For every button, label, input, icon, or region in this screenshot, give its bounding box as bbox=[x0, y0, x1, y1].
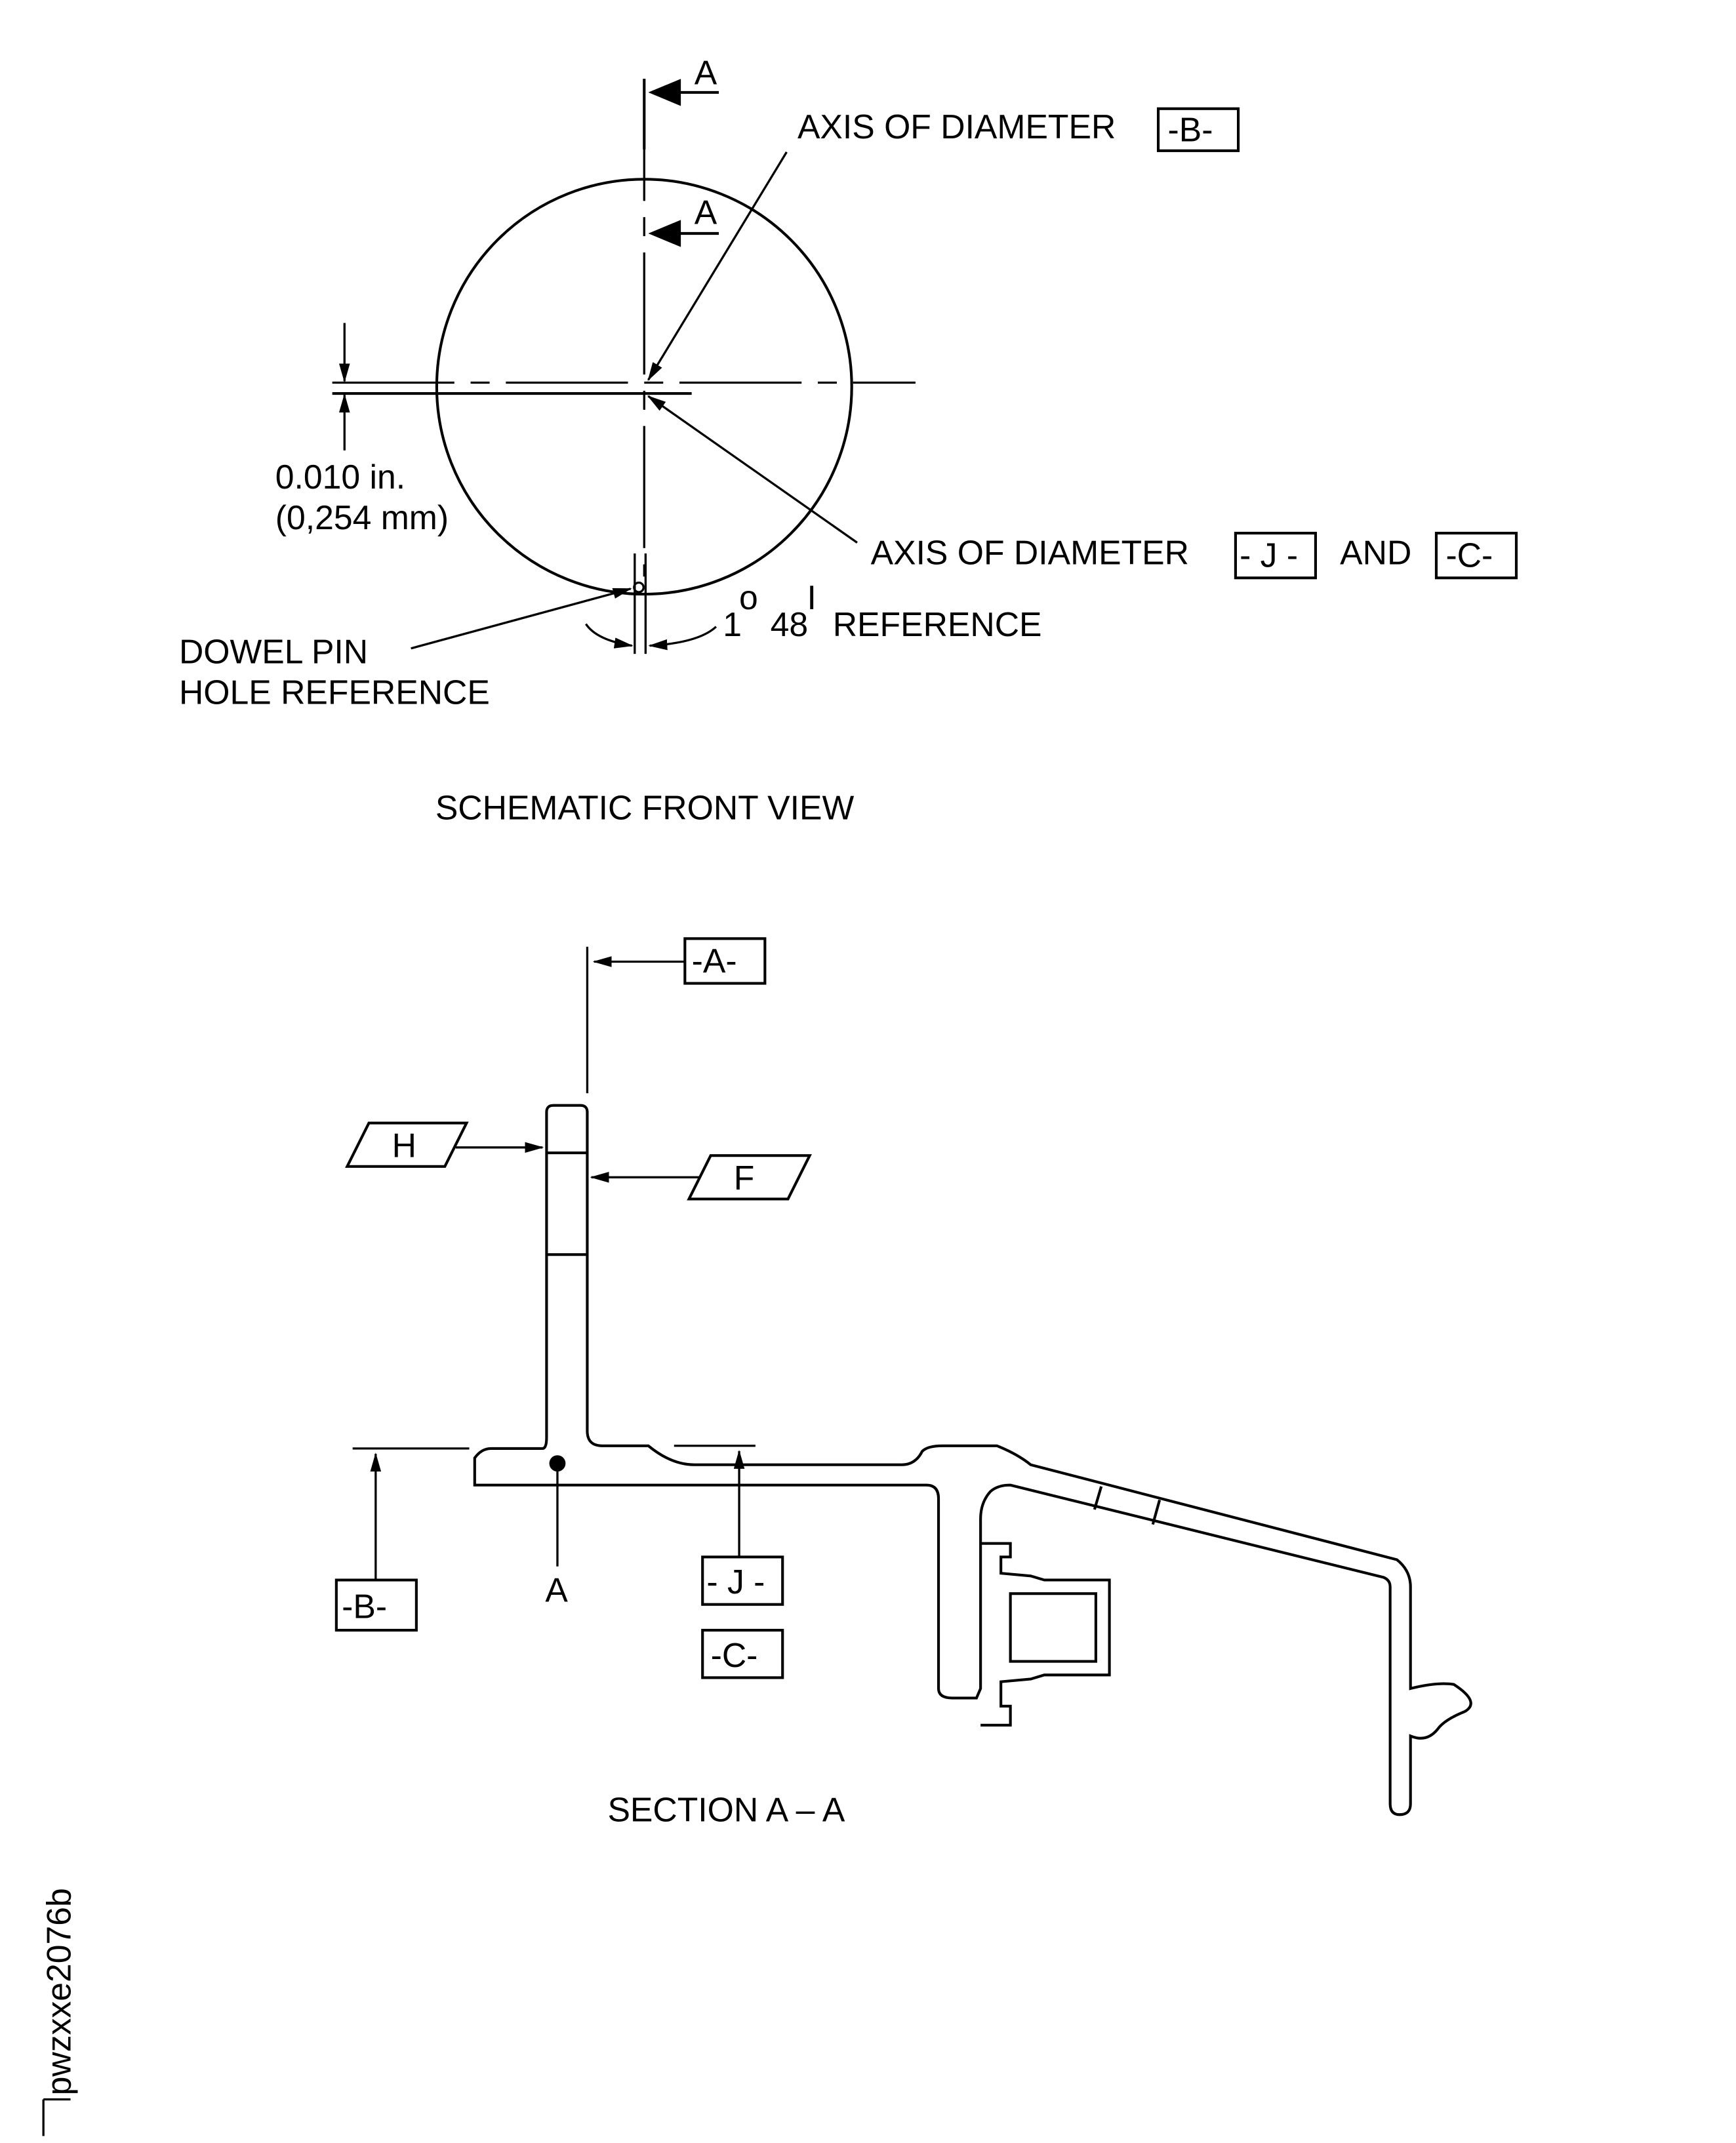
offset-inches: 0.010 in. bbox=[275, 458, 405, 496]
section-arrow-lower: A bbox=[648, 193, 719, 247]
datum-a: -A- bbox=[692, 942, 737, 980]
part-profile bbox=[473, 1104, 1472, 1816]
datum-a-frame bbox=[683, 937, 767, 985]
minute-symbol: I bbox=[807, 578, 816, 616]
offset-mm: (0,254 mm) bbox=[275, 498, 449, 536]
datum-j-frame bbox=[701, 1555, 784, 1606]
degree-symbol: o bbox=[739, 578, 758, 616]
axis-jc-label: AXIS OF DIAMETER bbox=[871, 534, 1189, 572]
section-mark: A bbox=[695, 193, 717, 231]
angle-reference: REFERENCE bbox=[833, 605, 1042, 643]
axis-b-label: AXIS OF DIAMETER bbox=[797, 108, 1116, 146]
point-a-label: A bbox=[545, 1571, 568, 1609]
datum-c-frame bbox=[1434, 531, 1518, 580]
section-title: SECTION A – A bbox=[607, 1791, 845, 1829]
angle-degrees: 1 bbox=[723, 605, 742, 643]
datum-c: -C- bbox=[711, 1636, 758, 1674]
datum-b-frame bbox=[1156, 107, 1240, 152]
and-label: AND bbox=[1340, 534, 1411, 572]
angle-minutes: 48 bbox=[771, 605, 809, 643]
datum-b: -B- bbox=[342, 1587, 387, 1625]
datum-b-frame bbox=[334, 1578, 418, 1632]
datum-b: -B- bbox=[1168, 110, 1213, 148]
front-view-title: SCHEMATIC FRONT VIEW bbox=[435, 788, 855, 826]
point-a-marker bbox=[549, 1455, 566, 1472]
datum-h-frame bbox=[345, 1121, 469, 1168]
figure-id: pwzxxe2076b bbox=[40, 1888, 78, 2095]
datum-c: -C- bbox=[1445, 536, 1493, 574]
datum-h: H bbox=[392, 1126, 416, 1164]
datum-j: - J - bbox=[1240, 536, 1298, 574]
section-mark: A bbox=[695, 54, 717, 92]
section-arrow-top: A bbox=[648, 54, 719, 106]
dowel-label-1: DOWEL PIN bbox=[179, 633, 368, 671]
bushing bbox=[980, 1542, 1111, 1727]
datum-j-frame bbox=[1234, 531, 1317, 580]
datum-j: - J - bbox=[706, 1563, 765, 1601]
datum-f: F bbox=[734, 1159, 755, 1197]
datum-f-frame bbox=[687, 1154, 812, 1201]
datum-c-frame bbox=[701, 1628, 784, 1679]
schematic-front-view: A A AXIS OF DIAMETER -B- AXIS OF DIAMETE… bbox=[179, 54, 1518, 826]
dowel-label-2: HOLE REFERENCE bbox=[179, 673, 490, 711]
section-a-a-view: -A- H F -B- A - J - -C- SECTION A – A bbox=[334, 937, 1472, 1829]
